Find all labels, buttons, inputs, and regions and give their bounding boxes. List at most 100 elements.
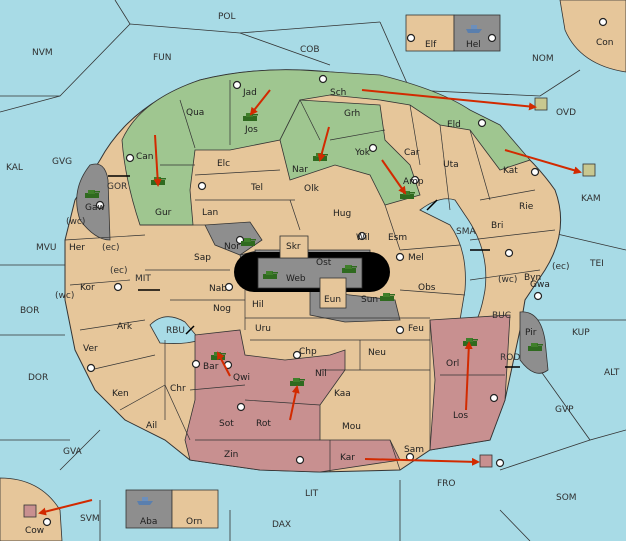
label-yok: Yok xyxy=(354,148,371,158)
label-orl: Orl xyxy=(446,359,459,369)
label-gaw: Gaw xyxy=(85,203,105,213)
label-feu: Feu xyxy=(408,324,424,334)
sea-fun: FUN xyxy=(153,53,172,63)
label-ail: Ail xyxy=(146,421,157,431)
label-wil: Wil xyxy=(356,233,370,243)
province-hel[interactable] xyxy=(453,14,501,52)
label-aba: Aba xyxy=(140,517,157,527)
sea-gvg: GVG xyxy=(52,157,72,167)
label-chr: Chr xyxy=(170,384,186,394)
label-nil: Nil xyxy=(315,369,327,379)
province-lines xyxy=(64,80,556,472)
sea-labels: POL NVM FUN COB NOM OVD KAL GVG KAM GOR … xyxy=(6,12,620,530)
sea-tei: TEI xyxy=(589,259,604,269)
label-rot: Rot xyxy=(256,419,271,429)
sea-mvu: MVU xyxy=(36,243,57,253)
label-qwi: Qwi xyxy=(233,373,250,383)
label-obs: Obs xyxy=(418,283,436,293)
sea-gor: GOR xyxy=(107,182,127,192)
sea-kam: KAM xyxy=(581,194,601,204)
label-hel: Hel xyxy=(466,40,481,50)
label-kat: Kat xyxy=(503,166,518,176)
province-nor[interactable] xyxy=(204,221,263,256)
label-lan: Lan xyxy=(202,208,218,218)
label-her: Her xyxy=(69,243,85,253)
fleet-units xyxy=(23,97,596,518)
sea-buc: BUC xyxy=(492,311,511,321)
label-ost: Ost xyxy=(316,258,332,268)
sea-nom: NOM xyxy=(532,54,554,64)
sea-lit: LIT xyxy=(305,489,319,499)
green-region-2 xyxy=(279,99,421,206)
label-hug: Hug xyxy=(333,209,351,219)
supply-centers xyxy=(42,17,608,527)
sea-kal: KAL xyxy=(6,163,23,173)
label-car: Car xyxy=(404,148,420,158)
sea-cob: COB xyxy=(300,45,320,55)
sea-dax: DAX xyxy=(272,520,291,530)
label-sch: Sch xyxy=(330,88,346,98)
province-labels: Elf Hel Con Cow Aba Orn Sch Jad Qua Jos … xyxy=(25,38,614,536)
green-region xyxy=(121,69,531,226)
label-ark: Ark xyxy=(117,322,133,332)
label-nar: Nar xyxy=(292,165,308,175)
sea-svm: SVM xyxy=(80,514,100,524)
label-sot: Sot xyxy=(219,419,234,429)
label-los: Los xyxy=(453,411,468,421)
label-kaa: Kaa xyxy=(334,389,351,399)
label-uta: Uta xyxy=(443,160,459,170)
label-sap: Sap xyxy=(194,253,211,263)
label-bri: Bri xyxy=(491,221,503,231)
move-arrows xyxy=(38,89,582,516)
label-nog: Nog xyxy=(213,304,231,314)
sea-bor: BOR xyxy=(20,306,39,316)
label-neu: Neu xyxy=(368,348,386,358)
label-chp: Chp xyxy=(299,347,317,357)
label-can: Can xyxy=(136,152,154,162)
province-orn[interactable] xyxy=(171,489,219,529)
sea-ovd: OVD xyxy=(556,108,576,118)
sea-fro: FRO xyxy=(437,479,456,489)
label-grh: Grh xyxy=(344,109,360,119)
label-ken: Ken xyxy=(112,389,129,399)
label-hil: Hil xyxy=(252,300,264,310)
sea-gvp: GVP xyxy=(555,405,574,415)
label-orn: Orn xyxy=(186,517,202,527)
label-con: Con xyxy=(596,38,614,48)
label-gwa: Gwa xyxy=(530,280,550,290)
label-kor: Kor xyxy=(80,283,95,293)
sea-dor: DOR xyxy=(28,373,48,383)
label-sun: Sun xyxy=(361,295,378,305)
province-skr[interactable] xyxy=(279,235,309,259)
inner-land xyxy=(140,125,457,345)
inner-channel xyxy=(419,198,487,331)
label-esm: Esm xyxy=(388,233,407,243)
sea-rod: ROD xyxy=(500,353,520,363)
label-cow: Cow xyxy=(25,526,44,536)
coast-wc: (wc) xyxy=(498,275,517,285)
province-pir[interactable] xyxy=(519,311,549,374)
label-olk: Olk xyxy=(304,184,320,194)
coast-wc: (wc) xyxy=(55,291,74,301)
label-pir: Pir xyxy=(525,328,537,338)
coast-wc: (wc) xyxy=(66,217,85,227)
coast-ec: (ec) xyxy=(552,262,570,272)
province-eun[interactable] xyxy=(319,277,347,309)
label-skr: Skr xyxy=(286,242,301,252)
sea-gva: GVA xyxy=(63,447,83,457)
label-jad: Jad xyxy=(242,88,257,98)
label-mel: Mel xyxy=(408,253,424,263)
label-rie: Rie xyxy=(519,202,534,212)
coast-ec: (ec) xyxy=(110,266,128,276)
province-gaw[interactable] xyxy=(76,163,111,241)
sea-nvm: NVM xyxy=(32,48,53,58)
label-mou: Mou xyxy=(342,422,361,432)
label-zin: Zin xyxy=(224,450,238,460)
coast-ec: (ec) xyxy=(102,243,120,253)
label-elc: Elc xyxy=(217,159,230,169)
label-byn: Byn xyxy=(524,273,541,283)
label-kar: Kar xyxy=(340,453,355,463)
sea-pol: POL xyxy=(218,12,236,22)
